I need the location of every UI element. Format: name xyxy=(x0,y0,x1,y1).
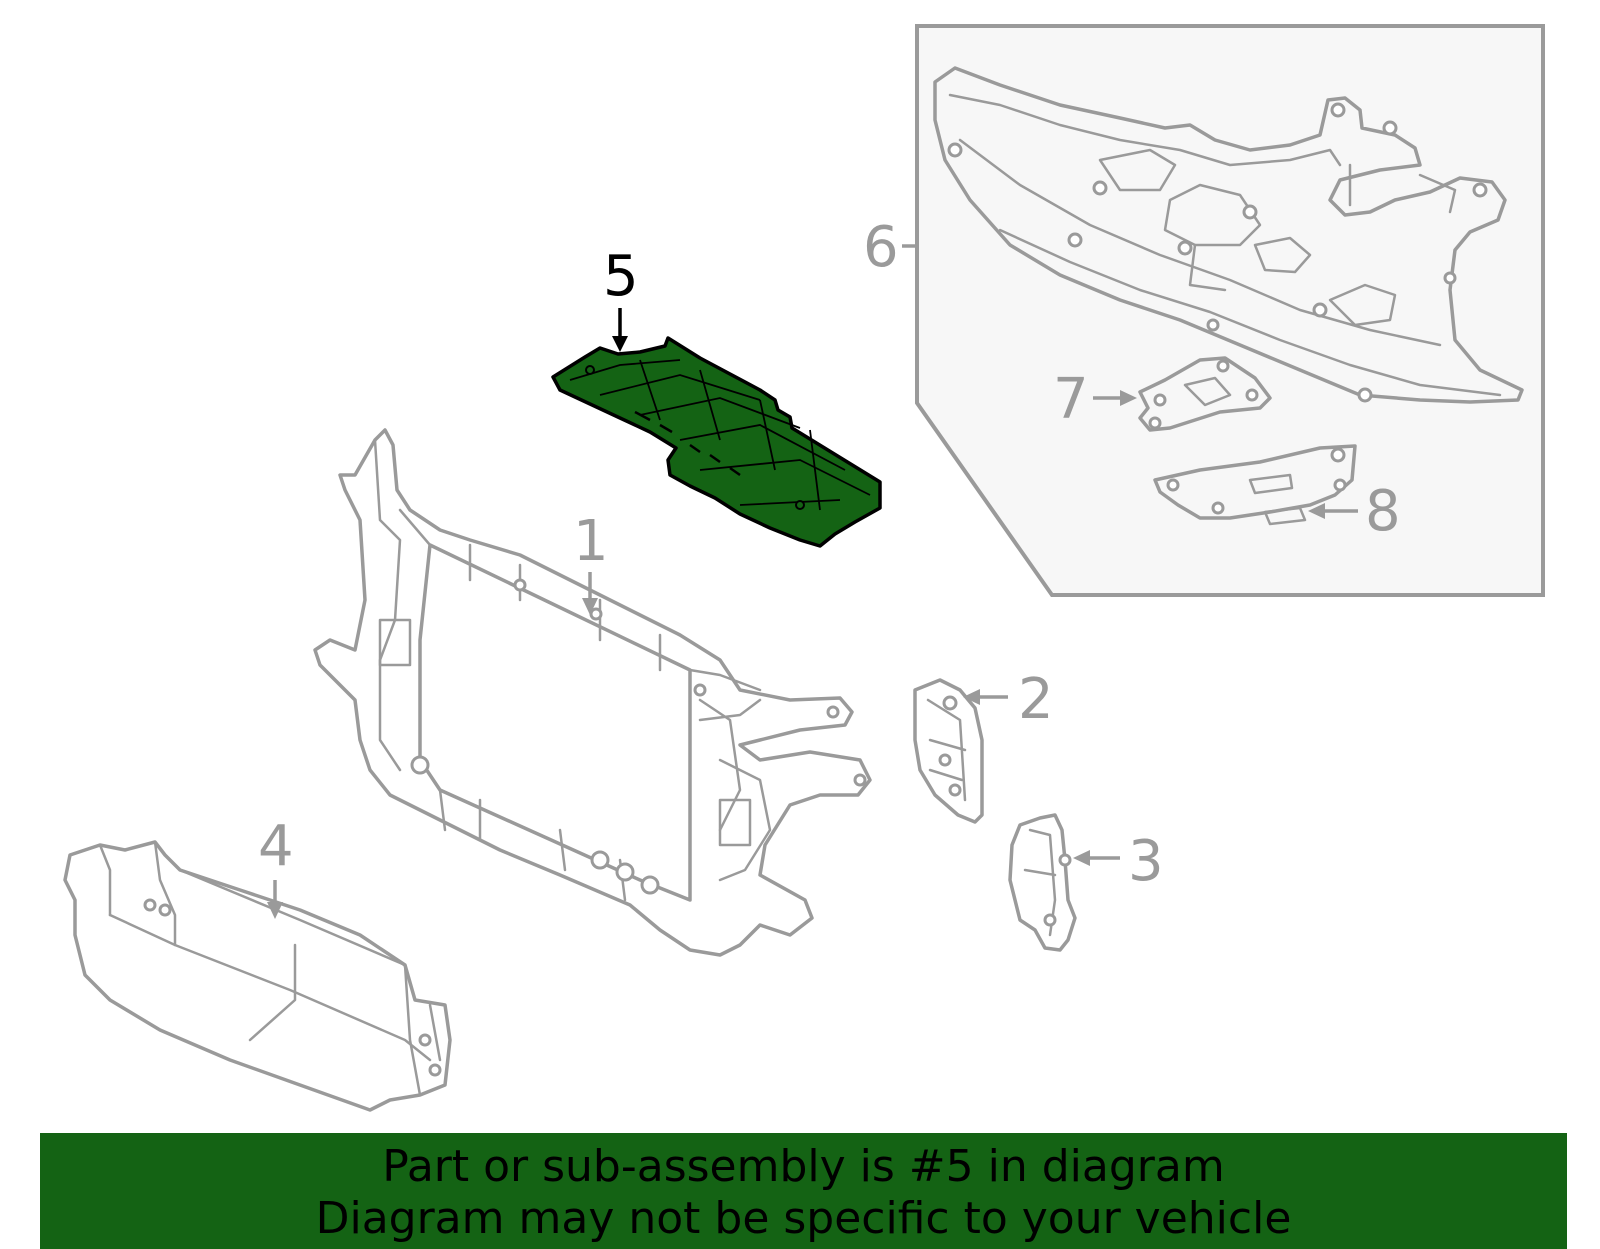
part-8-bracket-cover[interactable] xyxy=(1153,444,1357,526)
callout-labels: 1 2 3 4 5 6 7 8 xyxy=(258,215,1401,894)
banner-line-2: Diagram may not be specific to your vehi… xyxy=(315,1193,1292,1244)
banner-line-1: Part or sub-assembly is #5 in diagram xyxy=(382,1141,1225,1192)
leader-lines xyxy=(267,244,1358,919)
notice-banner: Part or sub-assembly is #5 in diagram Di… xyxy=(40,1133,1567,1249)
callout-8[interactable]: 8 xyxy=(1365,479,1401,544)
part-4-air-guide[interactable] xyxy=(63,840,452,1112)
parts-diagram: 1 2 3 4 5 6 7 8 xyxy=(63,24,1545,1112)
part-5-upper-cover-highlighted[interactable] xyxy=(551,336,882,548)
inset-panel xyxy=(915,24,1545,597)
callout-3[interactable]: 3 xyxy=(1128,829,1164,894)
callout-1[interactable]: 1 xyxy=(573,509,609,574)
callout-5[interactable]: 5 xyxy=(603,244,639,309)
callout-6[interactable]: 6 xyxy=(863,215,899,280)
part-7-shield[interactable] xyxy=(1138,356,1272,432)
callout-7[interactable]: 7 xyxy=(1053,367,1089,432)
part-3-side-bracket[interactable] xyxy=(1008,813,1077,952)
part-2-side-bracket[interactable] xyxy=(913,678,984,824)
callout-4[interactable]: 4 xyxy=(258,814,294,879)
part-6-under-cover[interactable] xyxy=(933,66,1524,404)
callout-2[interactable]: 2 xyxy=(1018,667,1054,732)
part-1-radiator-support[interactable] xyxy=(313,428,872,957)
